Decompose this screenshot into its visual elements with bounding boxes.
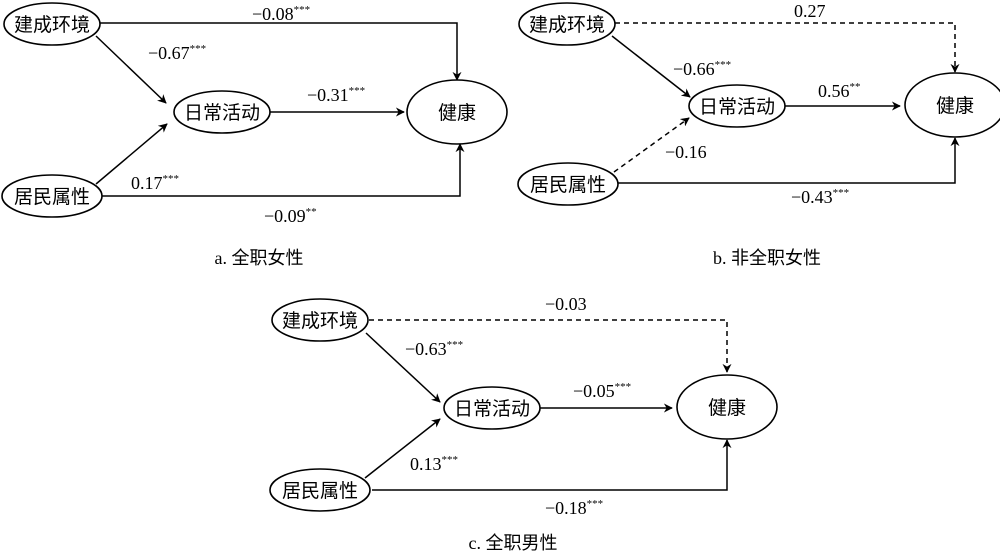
edge-a-built-health <box>100 22 462 81</box>
coef-b-activity-health: 0.56** <box>818 81 861 101</box>
coef-a-built-health: −0.08*** <box>252 4 310 24</box>
coef-a-built-activity: −0.67*** <box>148 43 206 63</box>
node-b-daily-activity: 日常活动 <box>688 84 786 128</box>
coef-a-resident-activity: 0.17*** <box>131 173 179 193</box>
edge-b-built-health <box>615 22 960 73</box>
edge-a-resident-activity <box>95 123 168 185</box>
edge-c-resident-activity <box>364 418 441 479</box>
coef-b-resident-activity: −0.16 <box>665 142 707 162</box>
node-a-daily-activity: 日常活动 <box>173 90 271 134</box>
edge-c-built-activity <box>365 332 441 403</box>
node-label: 日常活动 <box>699 96 775 118</box>
edge-b-resident-health <box>618 137 960 184</box>
node-label: 日常活动 <box>454 398 530 420</box>
edge-b-built-activity <box>611 35 691 98</box>
node-a-built-environment: 建成环境 <box>3 2 101 46</box>
coef-c-built-activity: −0.63*** <box>405 339 463 359</box>
node-c-health: 健康 <box>676 374 778 440</box>
node-label: 健康 <box>936 95 974 117</box>
node-label: 健康 <box>708 397 746 419</box>
node-b-health: 健康 <box>904 72 1000 138</box>
node-label: 居民属性 <box>282 480 358 502</box>
coef-b-built-activity: −0.66*** <box>673 59 731 79</box>
caption-b: b. 非全职女性 <box>713 248 821 268</box>
node-c-daily-activity: 日常活动 <box>443 386 541 430</box>
node-label: 居民属性 <box>530 174 606 196</box>
edge-c-resident-health <box>372 439 732 491</box>
node-b-resident-attributes: 居民属性 <box>517 162 619 206</box>
node-b-built-environment: 建成环境 <box>518 2 616 46</box>
edge-c-built-health <box>369 319 732 373</box>
coef-c-activity-health: −0.05*** <box>573 381 631 401</box>
coef-a-resident-health: −0.09** <box>264 206 317 226</box>
coef-a-activity-health: −0.31*** <box>307 85 365 105</box>
caption-a: a. 全职女性 <box>215 248 304 268</box>
node-label: 健康 <box>438 102 476 124</box>
node-a-health: 健康 <box>406 79 508 145</box>
node-label: 建成环境 <box>529 14 605 36</box>
coef-c-resident-health: −0.18*** <box>545 498 603 518</box>
coef-c-built-health: −0.03 <box>545 294 587 314</box>
panel-b: 建成环境 日常活动 健康 居民属性 0.27 −0.66*** 0.56** −… <box>517 1 1000 268</box>
edge-a-resident-health <box>102 143 465 197</box>
edge-b-resident-activity <box>613 117 690 173</box>
coef-b-built-health: 0.27 <box>794 1 826 21</box>
node-label: 日常活动 <box>184 102 260 124</box>
edge-a-built-activity <box>95 35 167 104</box>
coef-b-resident-health: −0.43*** <box>791 187 849 207</box>
node-label: 建成环境 <box>14 14 90 36</box>
node-a-resident-attributes: 居民属性 <box>1 174 103 218</box>
node-label: 居民属性 <box>14 186 90 208</box>
node-c-resident-attributes: 居民属性 <box>269 468 371 512</box>
coef-c-resident-activity: 0.13*** <box>410 454 458 474</box>
panel-a: 建成环境 日常活动 健康 居民属性 −0.08*** −0.67*** −0.3… <box>1 2 508 268</box>
panel-c: 建成环境 日常活动 健康 居民属性 −0.03 −0.63*** −0.05**… <box>269 294 778 553</box>
node-c-built-environment: 建成环境 <box>271 298 369 342</box>
caption-c: c. 全职男性 <box>469 533 558 553</box>
node-label: 建成环境 <box>282 310 358 332</box>
